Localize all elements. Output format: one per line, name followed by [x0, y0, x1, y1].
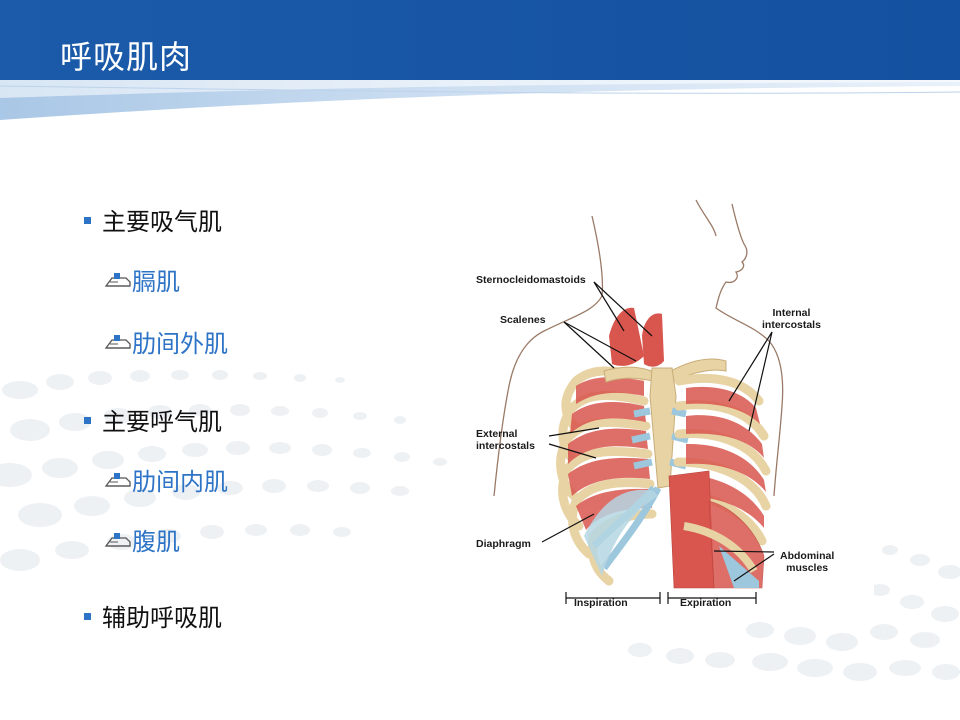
- folder-bullet-icon: [104, 335, 131, 349]
- bullet-item-internal-intercostals: 肋间内肌: [104, 462, 228, 497]
- label-inspiration: Inspiration: [574, 597, 628, 609]
- bullet-item-diaphragm: 膈肌: [104, 262, 180, 297]
- folder-bullet-icon: [104, 533, 131, 547]
- bullet-item-main-expiratory: 主要呼气肌: [84, 402, 222, 437]
- bullet-text: 辅助呼吸肌: [102, 604, 222, 632]
- folder-bullet-icon: [104, 273, 131, 287]
- bullet-text: 膈肌: [132, 268, 180, 296]
- respiratory-muscles-figure: Sternocleidomastoids Scalenes Internal i…: [464, 196, 874, 616]
- square-bullet-icon: [84, 612, 91, 620]
- label-abdominal-muscles: Abdominal muscles: [780, 550, 835, 574]
- label-scalenes: Scalenes: [500, 314, 546, 326]
- bullet-text: 主要呼气肌: [102, 408, 222, 436]
- label-expiration: Expiration: [680, 597, 732, 609]
- slide-title: 呼吸肌肉: [60, 38, 193, 76]
- header-band: [0, 0, 960, 120]
- bullet-text: 主要吸气肌: [102, 208, 222, 236]
- bullet-item-abdominal: 腹肌: [104, 522, 180, 557]
- thorax-illustration: [493, 199, 784, 604]
- bullet-text: 肋间外肌: [132, 330, 228, 358]
- label-sternocleidomastoids: Sternocleidomastoids: [476, 274, 586, 286]
- bullet-text: 肋间内肌: [132, 468, 228, 496]
- label-internal-intercostals: Internal intercostals: [762, 307, 821, 331]
- square-bullet-icon: [84, 416, 91, 424]
- bullet-text: 腹肌: [132, 528, 180, 556]
- label-diaphragm: Diaphragm: [476, 538, 531, 550]
- label-external-intercostals: External intercostals: [476, 428, 535, 452]
- bullet-item-external-intercostals: 肋间外肌: [104, 324, 228, 359]
- bullet-item-accessory: 辅助呼吸肌: [84, 598, 222, 633]
- square-bullet-icon: [84, 216, 91, 224]
- bullet-item-main-inspiratory: 主要吸气肌: [84, 202, 222, 237]
- folder-bullet-icon: [104, 473, 131, 487]
